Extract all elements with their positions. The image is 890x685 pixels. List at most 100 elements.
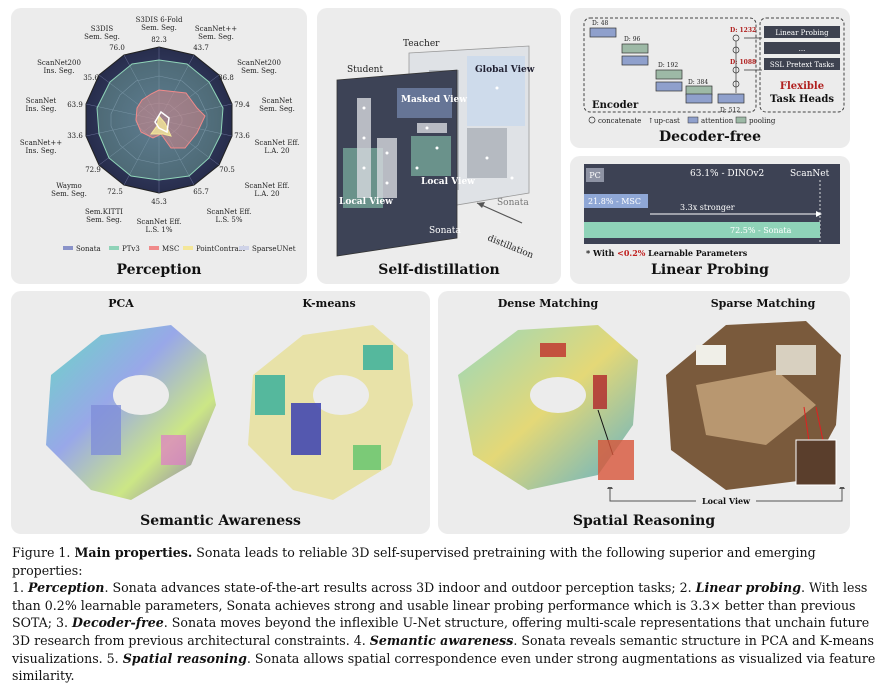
- encoder-label: Encoder: [592, 100, 639, 111]
- caption-text: Sonata leads to reliable 3D self-supervi…: [12, 545, 816, 578]
- axis-label: Ins. Seg.: [26, 147, 57, 155]
- axis-label: Sem. Seg.: [84, 33, 120, 41]
- distillation-label: distillation: [486, 234, 535, 258]
- dim-label: D: 512: [720, 107, 740, 114]
- decoder-legend: concatenate ↑ up-cast attention pooling: [588, 116, 776, 125]
- axis-label: S3DIS: [91, 25, 114, 33]
- radar-chart: S3DIS 6-Fold Sem. Seg. 82.3 ScanNet++ Se…: [20, 16, 299, 253]
- local-view-label: Local View: [696, 496, 756, 506]
- sonata-label: 72.5% - Sonata: [730, 226, 792, 235]
- legend-swatch: [63, 246, 73, 250]
- axis-label: Waymo: [56, 182, 82, 190]
- axis-value: 82.3: [151, 36, 167, 44]
- caption-text: . Sonata moves beyond the inflexible U-N…: [12, 615, 870, 648]
- sparse-matching-image: [666, 321, 841, 490]
- student-shapes: [357, 98, 447, 198]
- legend-label: up-cast: [654, 117, 680, 125]
- axis-label: Sem. Seg.: [141, 24, 177, 32]
- axis-label: ScanNet++: [20, 139, 62, 147]
- pca-label: PCA: [108, 297, 134, 310]
- axis-value: 72.5: [107, 188, 123, 196]
- axis-label: L.A. 20: [254, 190, 279, 198]
- legend-label: pooling: [749, 117, 776, 125]
- axis-label: Sem. Seg.: [51, 190, 87, 198]
- axis-label: ScanNet Eff.: [207, 208, 252, 216]
- axis-label: Ins. Seg.: [26, 105, 57, 113]
- dense-matching-label: Dense Matching: [497, 297, 599, 310]
- kmeans-label: K-means: [302, 297, 356, 310]
- scannet-label: ScanNet: [790, 169, 830, 179]
- pooling-swatch: [735, 116, 747, 124]
- local-view-region-2: [411, 136, 451, 176]
- spatial-reasoning-panel: Dense Matching Sparse Matching Local Vie…: [438, 291, 850, 534]
- decoder-free-diagram: D: 48 D: 96 D: 192 D: 384 D: 512 D: 1232…: [583, 17, 845, 125]
- spatial-reasoning-title: Spatial Reasoning: [572, 513, 716, 529]
- legend-label: MSC: [162, 245, 179, 253]
- semantic-awareness-panel: PCA K-means Semantic Awareness: [11, 291, 430, 534]
- axis-label: L.S. 5%: [216, 216, 243, 224]
- sonata-bar: [584, 222, 820, 238]
- axis-value: 72.9: [85, 166, 101, 174]
- legend-label: PTv3: [122, 245, 140, 253]
- radar-legend: Sonata PTv3 MSC PointContrast SparseUNet: [63, 245, 296, 253]
- legend-swatch: [239, 246, 249, 250]
- encoder-box: [583, 17, 757, 113]
- block-attention: [589, 27, 617, 38]
- axis-label: ScanNet: [262, 97, 293, 105]
- block-attention: [685, 93, 713, 104]
- caption-keyword: Perception: [28, 580, 105, 596]
- decoder-free-title: Decoder-free: [658, 129, 761, 145]
- axis-value: 65.7: [193, 188, 209, 196]
- arrow-head: [477, 202, 485, 208]
- upcast-icon: ↑: [648, 117, 654, 125]
- axis-value: 63.9: [67, 101, 83, 109]
- axis-label: Sem. Seg.: [259, 105, 295, 113]
- caption-fig: Figure 1.: [12, 545, 71, 560]
- dim-label: D: 48: [592, 20, 609, 27]
- axis-label: ScanNet Eff.: [245, 182, 290, 190]
- sonata-label: Sonata: [429, 226, 461, 236]
- legend-label: SparseUNet: [252, 245, 296, 253]
- caption-main: Main properties.: [74, 545, 193, 560]
- local-view-label: Local View: [421, 177, 475, 187]
- legend-swatch: [149, 246, 159, 250]
- block-pooling: [655, 69, 683, 80]
- flexible-label: Flexible: [780, 81, 824, 92]
- radar-axis-labels: S3DIS 6-Fold Sem. Seg. 82.3 ScanNet++ Se…: [20, 16, 299, 234]
- linear-probing-chart: PC 63.1% - DINOv2 ScanNet 21.8% - MSC 3.…: [584, 164, 840, 258]
- linear-probing-title: Linear Probing: [651, 262, 769, 278]
- teacher-label: Teacher: [403, 39, 440, 49]
- caption-text: . With less than 0.2% learnable paramete…: [12, 580, 868, 631]
- axis-value: 45.3: [151, 198, 167, 206]
- dim-label: D: 384: [688, 79, 708, 86]
- axis-value: 76.0: [109, 44, 125, 52]
- caption-text: . Sonata advances state-of-the-art resul…: [104, 580, 696, 596]
- distillation-arrow: [476, 202, 523, 224]
- axis-value: 36.8: [218, 74, 234, 82]
- block-attention: [655, 81, 683, 92]
- perception-panel: S3DIS 6-Fold Sem. Seg. 82.3 ScanNet++ Se…: [11, 8, 307, 284]
- block-attention: [717, 93, 745, 104]
- axis-label: ScanNet Eff.: [137, 218, 182, 226]
- block-attention: [621, 55, 649, 66]
- legend-label: attention: [701, 117, 734, 125]
- axis-label: ScanNet++: [195, 25, 237, 33]
- masked-view-label: Masked View: [401, 95, 467, 105]
- axis-value: 35.6: [83, 74, 99, 82]
- caption-text: 1.: [12, 580, 29, 596]
- sparse-matching-label: Sparse Matching: [710, 297, 816, 310]
- masked-view-region: [397, 88, 452, 118]
- perception-title: Perception: [116, 262, 202, 278]
- pca-point-cloud: [46, 325, 216, 500]
- axis-label: L.S. 1%: [146, 226, 173, 234]
- arrow-head: [816, 211, 822, 217]
- dense-matching-cloud: [458, 325, 638, 490]
- axis-label: Sem.KITTI: [85, 208, 123, 216]
- concat-icon: [588, 116, 596, 124]
- caption-keyword: Linear probing: [695, 580, 802, 596]
- block-pooling: [621, 43, 649, 54]
- head-linear-probing: [764, 26, 840, 38]
- attention-swatch: [687, 116, 699, 124]
- axis-label: Sem. Seg.: [86, 216, 122, 224]
- dim-label: D: 192: [658, 62, 678, 69]
